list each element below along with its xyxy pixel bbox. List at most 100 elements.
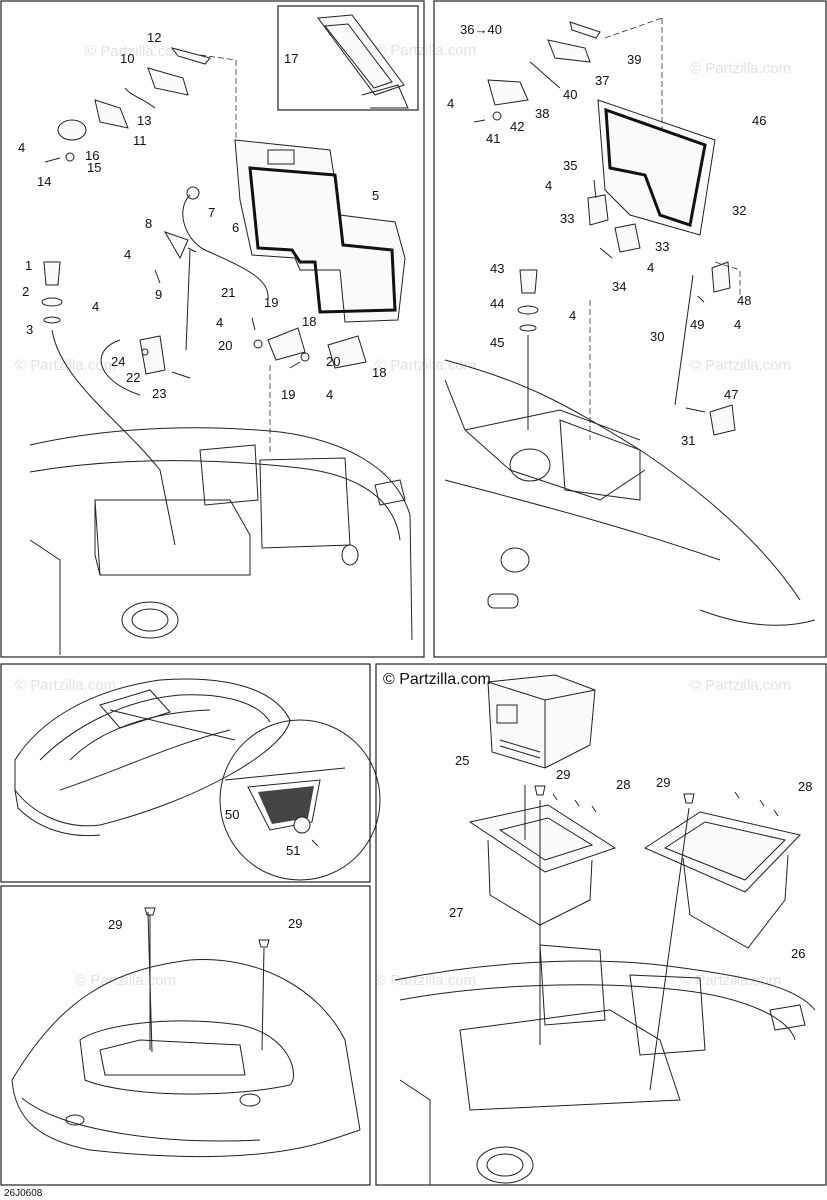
callout-c20b: 20 <box>326 354 340 369</box>
illustration-bow <box>11 907 361 1158</box>
bracket-part-48 <box>711 261 731 293</box>
callout-c27: 27 <box>449 905 463 920</box>
callout-c26: 26 <box>791 946 805 961</box>
callout-c24: 24 <box>111 354 125 369</box>
callout-c4h: 4 <box>647 260 654 275</box>
nut-part-24 <box>141 348 149 356</box>
bumper-part-1 <box>43 261 61 286</box>
callout-c41: 41 <box>486 131 500 146</box>
illustration-boat-overview <box>14 678 381 881</box>
callout-c9: 9 <box>155 287 162 302</box>
callout-c35: 35 <box>563 158 577 173</box>
callout-c45: 45 <box>490 335 504 350</box>
watermark: © Partzilla.com <box>85 43 186 60</box>
callout-c42: 42 <box>510 119 524 134</box>
washer-part-2 <box>41 297 63 307</box>
callout-c33b: 33 <box>655 239 669 254</box>
callout-c17: 17 <box>284 51 298 66</box>
panel-frame-bottom-right <box>375 663 827 1186</box>
illustration-storage-bins <box>394 674 816 1185</box>
callout-c18b: 18 <box>372 365 386 380</box>
callout-c19b: 19 <box>281 387 295 402</box>
callout-c4e: 4 <box>326 387 333 402</box>
callout-c10: 10 <box>120 51 134 66</box>
screw-part-29 <box>534 785 546 796</box>
latch-part-10 <box>147 67 189 96</box>
callout-c43: 43 <box>490 261 504 276</box>
callout-c20a: 20 <box>218 338 232 353</box>
screw-part-49 <box>697 295 705 303</box>
screw-part-29 <box>683 793 695 804</box>
callout-c38: 38 <box>535 106 549 121</box>
screw-part-29 <box>258 939 270 948</box>
screw-part-29 <box>144 907 156 916</box>
callout-c11: 11 <box>133 133 147 148</box>
watermark: © Partzilla.com <box>375 972 476 989</box>
watermark: © Partzilla.com <box>15 677 116 694</box>
strut-part-21 <box>185 249 191 351</box>
callout-c29d: 29 <box>288 916 302 931</box>
screw-part-34 <box>599 247 613 259</box>
screw-part-28 <box>552 793 597 813</box>
callout-c30: 30 <box>650 329 664 344</box>
callout-c32: 32 <box>732 203 746 218</box>
illustration-glovebox-lid <box>444 17 816 626</box>
hinge-part-18 <box>327 335 367 369</box>
bin-part-27 <box>468 804 617 873</box>
callout-c8: 8 <box>145 216 152 231</box>
callout-c5: 5 <box>372 188 379 203</box>
callout-c31: 31 <box>681 433 695 448</box>
callout-c29c: 29 <box>108 917 122 932</box>
callout-c23: 23 <box>152 386 166 401</box>
panel-frame-mid-left <box>0 663 371 883</box>
copyright-text: © Partzilla.com <box>383 671 491 688</box>
bin-part-26 <box>643 811 801 893</box>
washer-part-42 <box>492 111 502 121</box>
callout-c4g: 4 <box>545 178 552 193</box>
latch-part-38 <box>487 79 529 106</box>
callout-c51: 51 <box>286 843 300 858</box>
callout-c13: 13 <box>137 113 151 128</box>
screw-part-9 <box>154 269 161 284</box>
callout-c4j: 4 <box>734 317 741 332</box>
watermark: © Partzilla.com <box>75 972 176 989</box>
latch-part-37 <box>547 39 591 63</box>
callout-c21: 21 <box>221 285 235 300</box>
spring-part-40 <box>529 61 561 89</box>
callout-c4i: 4 <box>569 308 576 323</box>
watermark: © Partzilla.com <box>15 357 116 374</box>
callout-c14: 14 <box>37 174 51 189</box>
screw-part-51 <box>311 839 319 847</box>
screw-part-23 <box>171 371 191 379</box>
panel-frame-bottom-left <box>0 885 371 1186</box>
watermark: © Partzilla.com <box>680 972 781 989</box>
callout-c7: 7 <box>208 205 215 220</box>
drawing-code: 26J0608 <box>4 1188 43 1199</box>
screw-part-19 <box>251 317 256 331</box>
callout-c39: 39 <box>627 52 641 67</box>
watermark: © Partzilla.com <box>375 357 476 374</box>
screw-part-35 <box>593 179 597 199</box>
bracket-part-31 <box>709 404 736 436</box>
latch-part-12 <box>170 47 211 65</box>
watermark: © Partzilla.com <box>690 357 791 374</box>
inset-frame-17 <box>277 5 419 111</box>
callout-c33a: 33 <box>560 211 574 226</box>
callout-c4a: 4 <box>18 140 25 155</box>
callout-c34: 34 <box>612 279 626 294</box>
callout-c48: 48 <box>737 293 751 308</box>
spring-part-13 <box>124 87 156 109</box>
latch-part-16 <box>57 119 87 141</box>
callout-c4d: 4 <box>216 315 223 330</box>
callout-c44: 44 <box>490 296 504 311</box>
washer-part-20 <box>300 352 310 362</box>
callout-c47: 47 <box>724 387 738 402</box>
washer-part-15 <box>65 152 75 162</box>
lid-detail-17 <box>317 14 405 96</box>
bracket-part-22 <box>139 335 166 375</box>
washer-part-44 <box>517 305 539 315</box>
seal-part-6 <box>248 166 397 314</box>
callout-c28a: 28 <box>616 777 630 792</box>
callout-c29b: 29 <box>656 775 670 790</box>
